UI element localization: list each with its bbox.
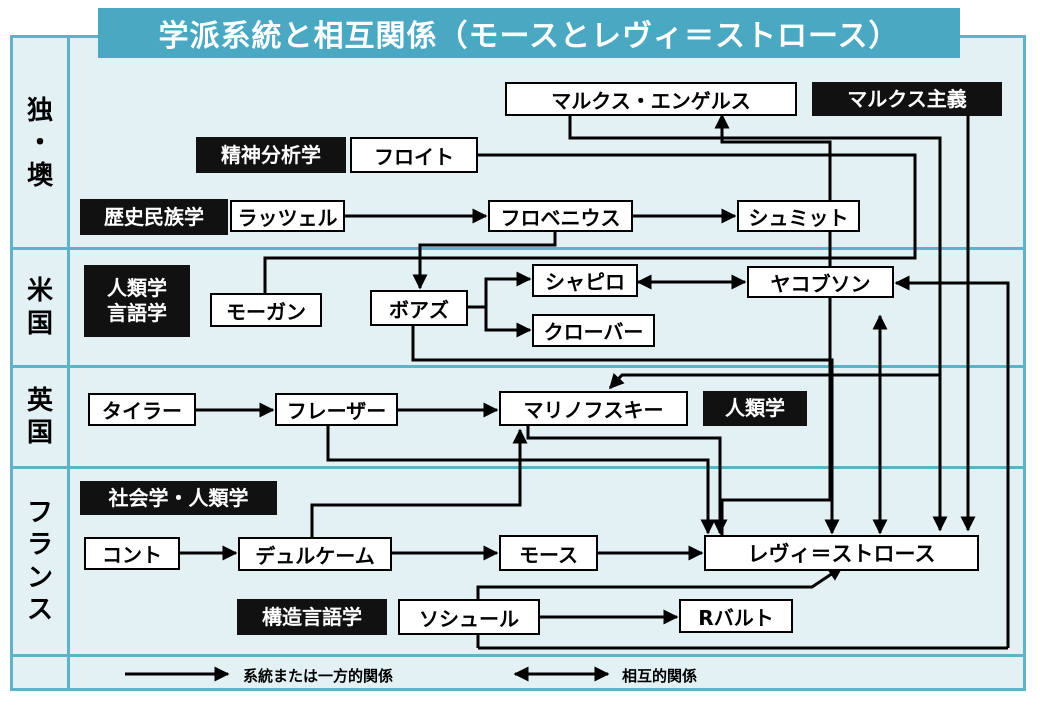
- node-levi-strauss: レヴィ＝ストロース: [704, 535, 979, 571]
- edge-freud-to-levistrauss: [263, 153, 917, 293]
- node-morgan: モーガン: [210, 293, 322, 327]
- node-marx-engels: マルクス・エンゲルス: [505, 82, 797, 116]
- node-saussure: ソシュール: [398, 599, 540, 635]
- page-title: 学派系統と相互関係（モースとレヴィ＝ストロース）: [98, 8, 960, 58]
- legend-mutual-text: 相互的関係: [622, 667, 698, 685]
- edge-frazer-to-levistrauss: [326, 425, 716, 535]
- label-historical-ethnology: 歴史民族学: [80, 199, 228, 235]
- diagram-frame: [10, 35, 1026, 691]
- region-germany-austria: 独・墺: [26, 95, 53, 191]
- node-schmidt: シュミット: [737, 200, 860, 232]
- region-usa: 米国: [26, 276, 53, 339]
- node-frobenius: フロベニウス: [488, 200, 633, 232]
- edge-levistrauss-jakobson: [894, 275, 1010, 648]
- node-tylor: タイラー: [88, 393, 196, 426]
- edge-levistrauss-to-marx: [714, 113, 832, 538]
- node-barthes: Rバルト: [679, 599, 793, 633]
- region-france: フランス: [26, 497, 53, 626]
- edge-malinowski-to-levistrauss: [526, 425, 728, 535]
- edge-boas-to-levistrauss: [411, 325, 840, 535]
- node-ratzel: ラッツェル: [230, 200, 345, 232]
- divider: [10, 654, 1026, 657]
- legend-one-way-text: 系統または一方的関係: [243, 667, 394, 685]
- node-jakobson: ヤコブソン: [747, 266, 894, 298]
- node-durkheim: デュルケーム: [238, 537, 392, 571]
- label-uk-anthropology: 人類学: [703, 391, 807, 426]
- edge-marx-to-levistrauss: [568, 113, 948, 532]
- label-sociology-anthropology: 社会学・人類学: [80, 481, 277, 515]
- edge-durkheim-to-malinowski: [310, 428, 528, 537]
- region-uk: 英国: [26, 385, 53, 449]
- node-kroeber: クローバー: [532, 314, 655, 347]
- label-psychoanalysis: 精神分析学: [196, 137, 346, 173]
- node-comte: コント: [84, 537, 180, 570]
- divider: [10, 466, 1026, 469]
- node-boas: ボアズ: [370, 290, 468, 326]
- label-linguistics: 言語学: [107, 301, 167, 325]
- edge-boas-to-kroeber: [484, 307, 532, 338]
- edge-frobenius-to-boas: [412, 232, 557, 290]
- edge-jakobson-to-malinowski: [608, 372, 940, 390]
- divider: [10, 365, 1026, 368]
- divider: [67, 35, 70, 691]
- label-marxism: マルクス主義: [812, 82, 1002, 116]
- node-mauss: モース: [499, 535, 598, 571]
- divider: [10, 247, 1026, 250]
- node-frazer: フレーザー: [275, 393, 398, 426]
- node-sapir: シャピロ: [532, 264, 638, 297]
- label-anthropology: 人類学: [107, 276, 167, 300]
- label-anthropology-linguistics: 人類学 言語学: [84, 265, 190, 337]
- node-freud: フロイト: [350, 137, 478, 173]
- node-malinowski: マリノフスキー: [499, 391, 688, 426]
- edge-boas-to-sapir: [468, 271, 532, 309]
- label-structural-linguistics: 構造言語学: [237, 599, 387, 635]
